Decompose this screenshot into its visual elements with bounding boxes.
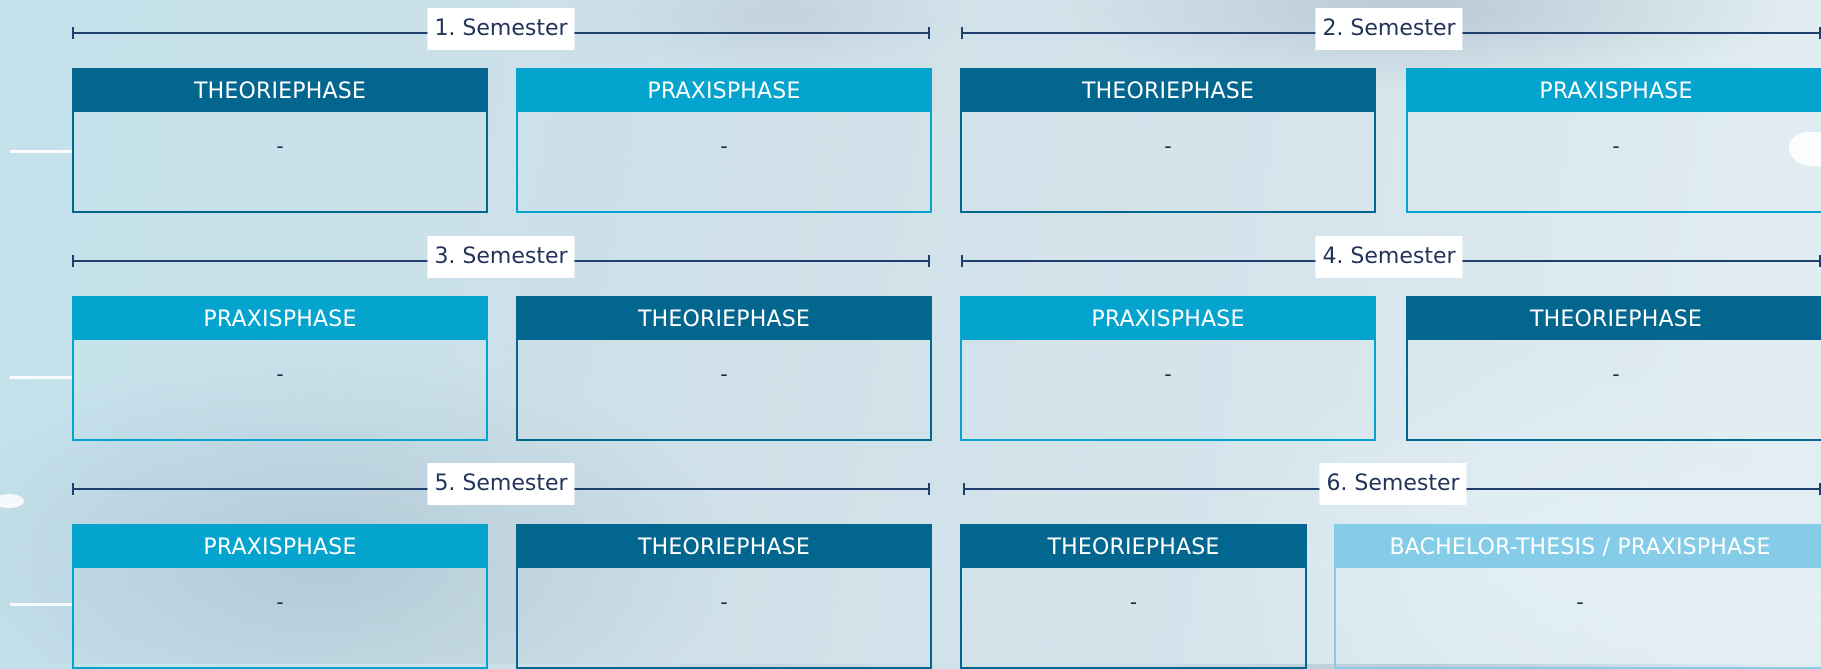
phase-title: THEORIEPHASE: [518, 526, 930, 568]
phase-content: -: [1164, 362, 1172, 386]
semester-label: 3. Semester: [427, 236, 575, 278]
phase-title: PRAXISPHASE: [74, 298, 486, 340]
phase-title: PRAXISPHASE: [74, 526, 486, 568]
phase-content: -: [276, 590, 284, 614]
phase-card-theoriephase[interactable]: THEORIEPHASE -: [72, 68, 488, 213]
phase-title: THEORIEPHASE: [518, 298, 930, 340]
phase-content: -: [1612, 134, 1620, 158]
phase-content: -: [720, 134, 728, 158]
semester-label: 6. Semester: [1319, 463, 1467, 505]
phase-card-praxisphase[interactable]: PRAXISPHASE -: [516, 68, 932, 213]
semester-label: 1. Semester: [427, 8, 575, 50]
phase-card-praxisphase[interactable]: PRAXISPHASE -: [960, 296, 1376, 441]
phase-card-theoriephase[interactable]: THEORIEPHASE -: [960, 524, 1307, 669]
phase-title: PRAXISPHASE: [1408, 70, 1821, 112]
phase-title: THEORIEPHASE: [962, 70, 1374, 112]
phase-card-theoriephase[interactable]: THEORIEPHASE -: [516, 524, 932, 669]
side-marker: [10, 376, 72, 379]
phase-title: THEORIEPHASE: [1408, 298, 1821, 340]
phase-content: -: [720, 590, 728, 614]
phase-card-theoriephase[interactable]: THEORIEPHASE -: [516, 296, 932, 441]
phase-card-praxisphase[interactable]: PRAXISPHASE -: [72, 524, 488, 669]
phase-card-theoriephase[interactable]: THEORIEPHASE -: [960, 68, 1376, 213]
semester-label: 5. Semester: [427, 463, 575, 505]
phase-content: -: [1612, 362, 1620, 386]
phase-title: BACHELOR-THESIS / PRAXISPHASE: [1336, 526, 1821, 568]
decorative-shape: [0, 494, 24, 508]
phase-card-praxisphase[interactable]: PRAXISPHASE -: [1406, 68, 1821, 213]
semester-label: 4. Semester: [1315, 236, 1463, 278]
phase-content: -: [1164, 134, 1172, 158]
phase-content: -: [276, 134, 284, 158]
side-marker: [10, 150, 72, 153]
phase-card-bachelor-thesis[interactable]: BACHELOR-THESIS / PRAXISPHASE -: [1334, 524, 1821, 669]
phase-content: -: [1576, 590, 1584, 614]
phase-title: THEORIEPHASE: [74, 70, 486, 112]
phase-title: PRAXISPHASE: [962, 298, 1374, 340]
phase-card-praxisphase[interactable]: PRAXISPHASE -: [72, 296, 488, 441]
phase-content: -: [720, 362, 728, 386]
semester-label: 2. Semester: [1315, 8, 1463, 50]
phase-title: THEORIEPHASE: [962, 526, 1305, 568]
phase-content: -: [1129, 590, 1138, 614]
phase-card-theoriephase[interactable]: THEORIEPHASE -: [1406, 296, 1821, 441]
phase-title: PRAXISPHASE: [518, 70, 930, 112]
side-marker: [10, 603, 72, 606]
phase-content: -: [276, 362, 284, 386]
